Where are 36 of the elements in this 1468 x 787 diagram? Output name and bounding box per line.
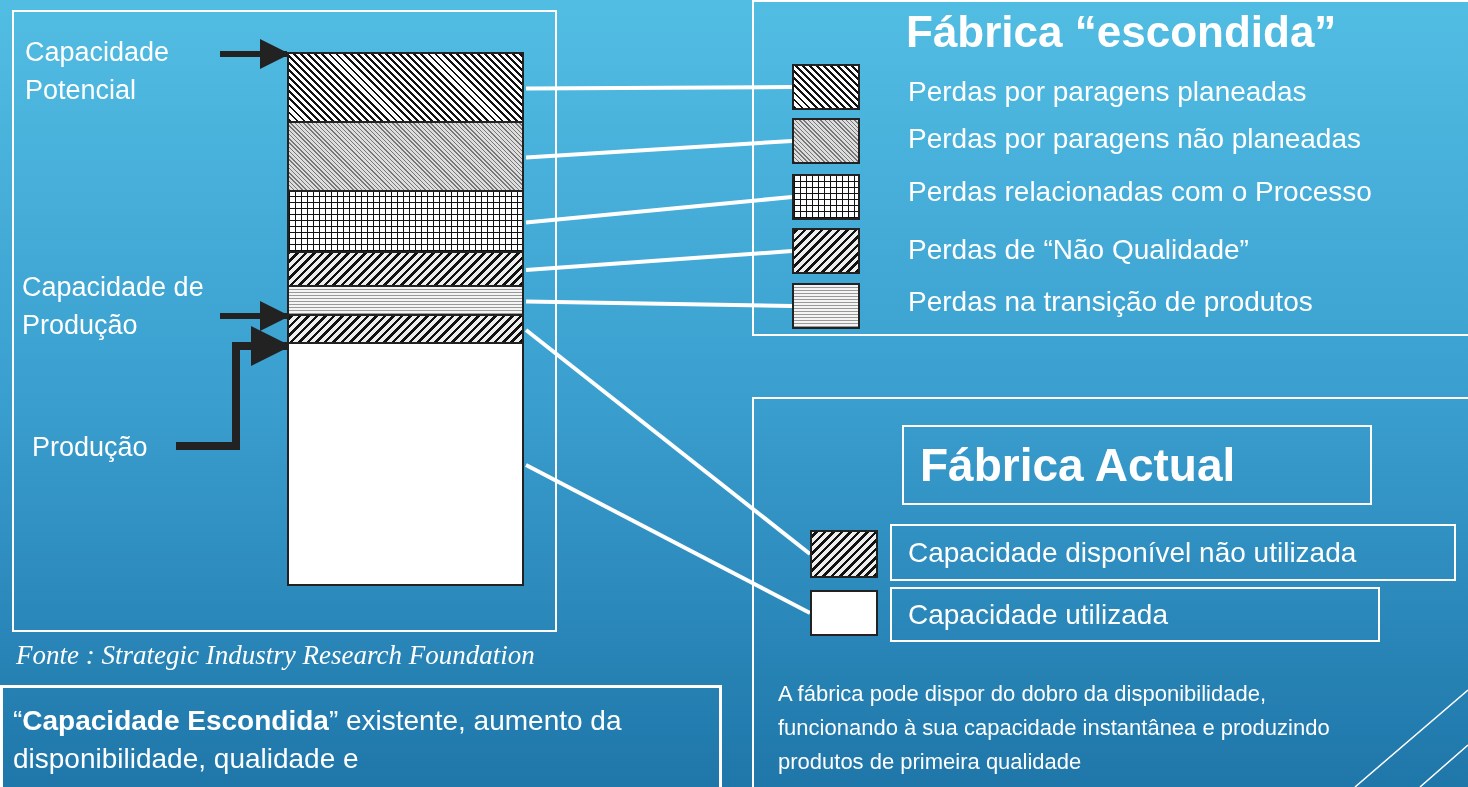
label-box: Fábrica Actual [902, 425, 1372, 505]
note-text: A fábrica pode dispor do dobro da disponibilidade, funcionando à sua capacidade instantânea e produzindo produtos de primeira qualidade [778, 680, 1331, 776]
leader-line [526, 85, 792, 91]
axis-label: Capacidade Potencial [25, 33, 215, 109]
arrow [220, 39, 290, 69]
leader-line [525, 139, 793, 160]
leader-line [525, 299, 793, 308]
legend-panel [752, 0, 1468, 336]
panel-title: Fábrica “escondida” [906, 7, 1337, 57]
swatch-box [810, 590, 878, 636]
swatch-box [810, 530, 878, 578]
legend-text: Perdas na transição de produtos [908, 286, 1313, 318]
summary-box: “Capacidade Escondida” existente, aumento da disponibilidade, qualidade e [0, 685, 722, 787]
bar-segment [287, 192, 524, 253]
label-box: Capacidade utilizada [890, 587, 1380, 642]
leader-line [524, 328, 812, 556]
chart-frame [12, 10, 557, 632]
bar-segment [287, 287, 524, 316]
axis-label: Capacidade de Produção [22, 268, 222, 344]
legend-panel [752, 397, 1468, 787]
bar-segment [287, 253, 524, 287]
arrow [220, 301, 290, 331]
legend-text: Perdas por paragens planeadas [908, 76, 1307, 108]
source-note: Fonte : Strategic Industry Research Foundation [16, 640, 535, 671]
legend-text: Perdas relacionadas com o Processo [908, 176, 1372, 208]
legend-text: Perdas de “Não Qualidade” [908, 234, 1249, 266]
label-box: Capacidade disponível não utilizada [890, 524, 1456, 581]
leader-line [525, 195, 793, 225]
axis-label: Produção [32, 428, 172, 464]
bar-segment [287, 344, 524, 586]
bar-segment [287, 54, 524, 123]
bar-segment [287, 123, 524, 192]
leader-line [525, 463, 811, 615]
legend-text: Perdas por paragens não planeadas [908, 123, 1361, 155]
leader-line [525, 249, 793, 272]
bar-segment [287, 316, 524, 344]
